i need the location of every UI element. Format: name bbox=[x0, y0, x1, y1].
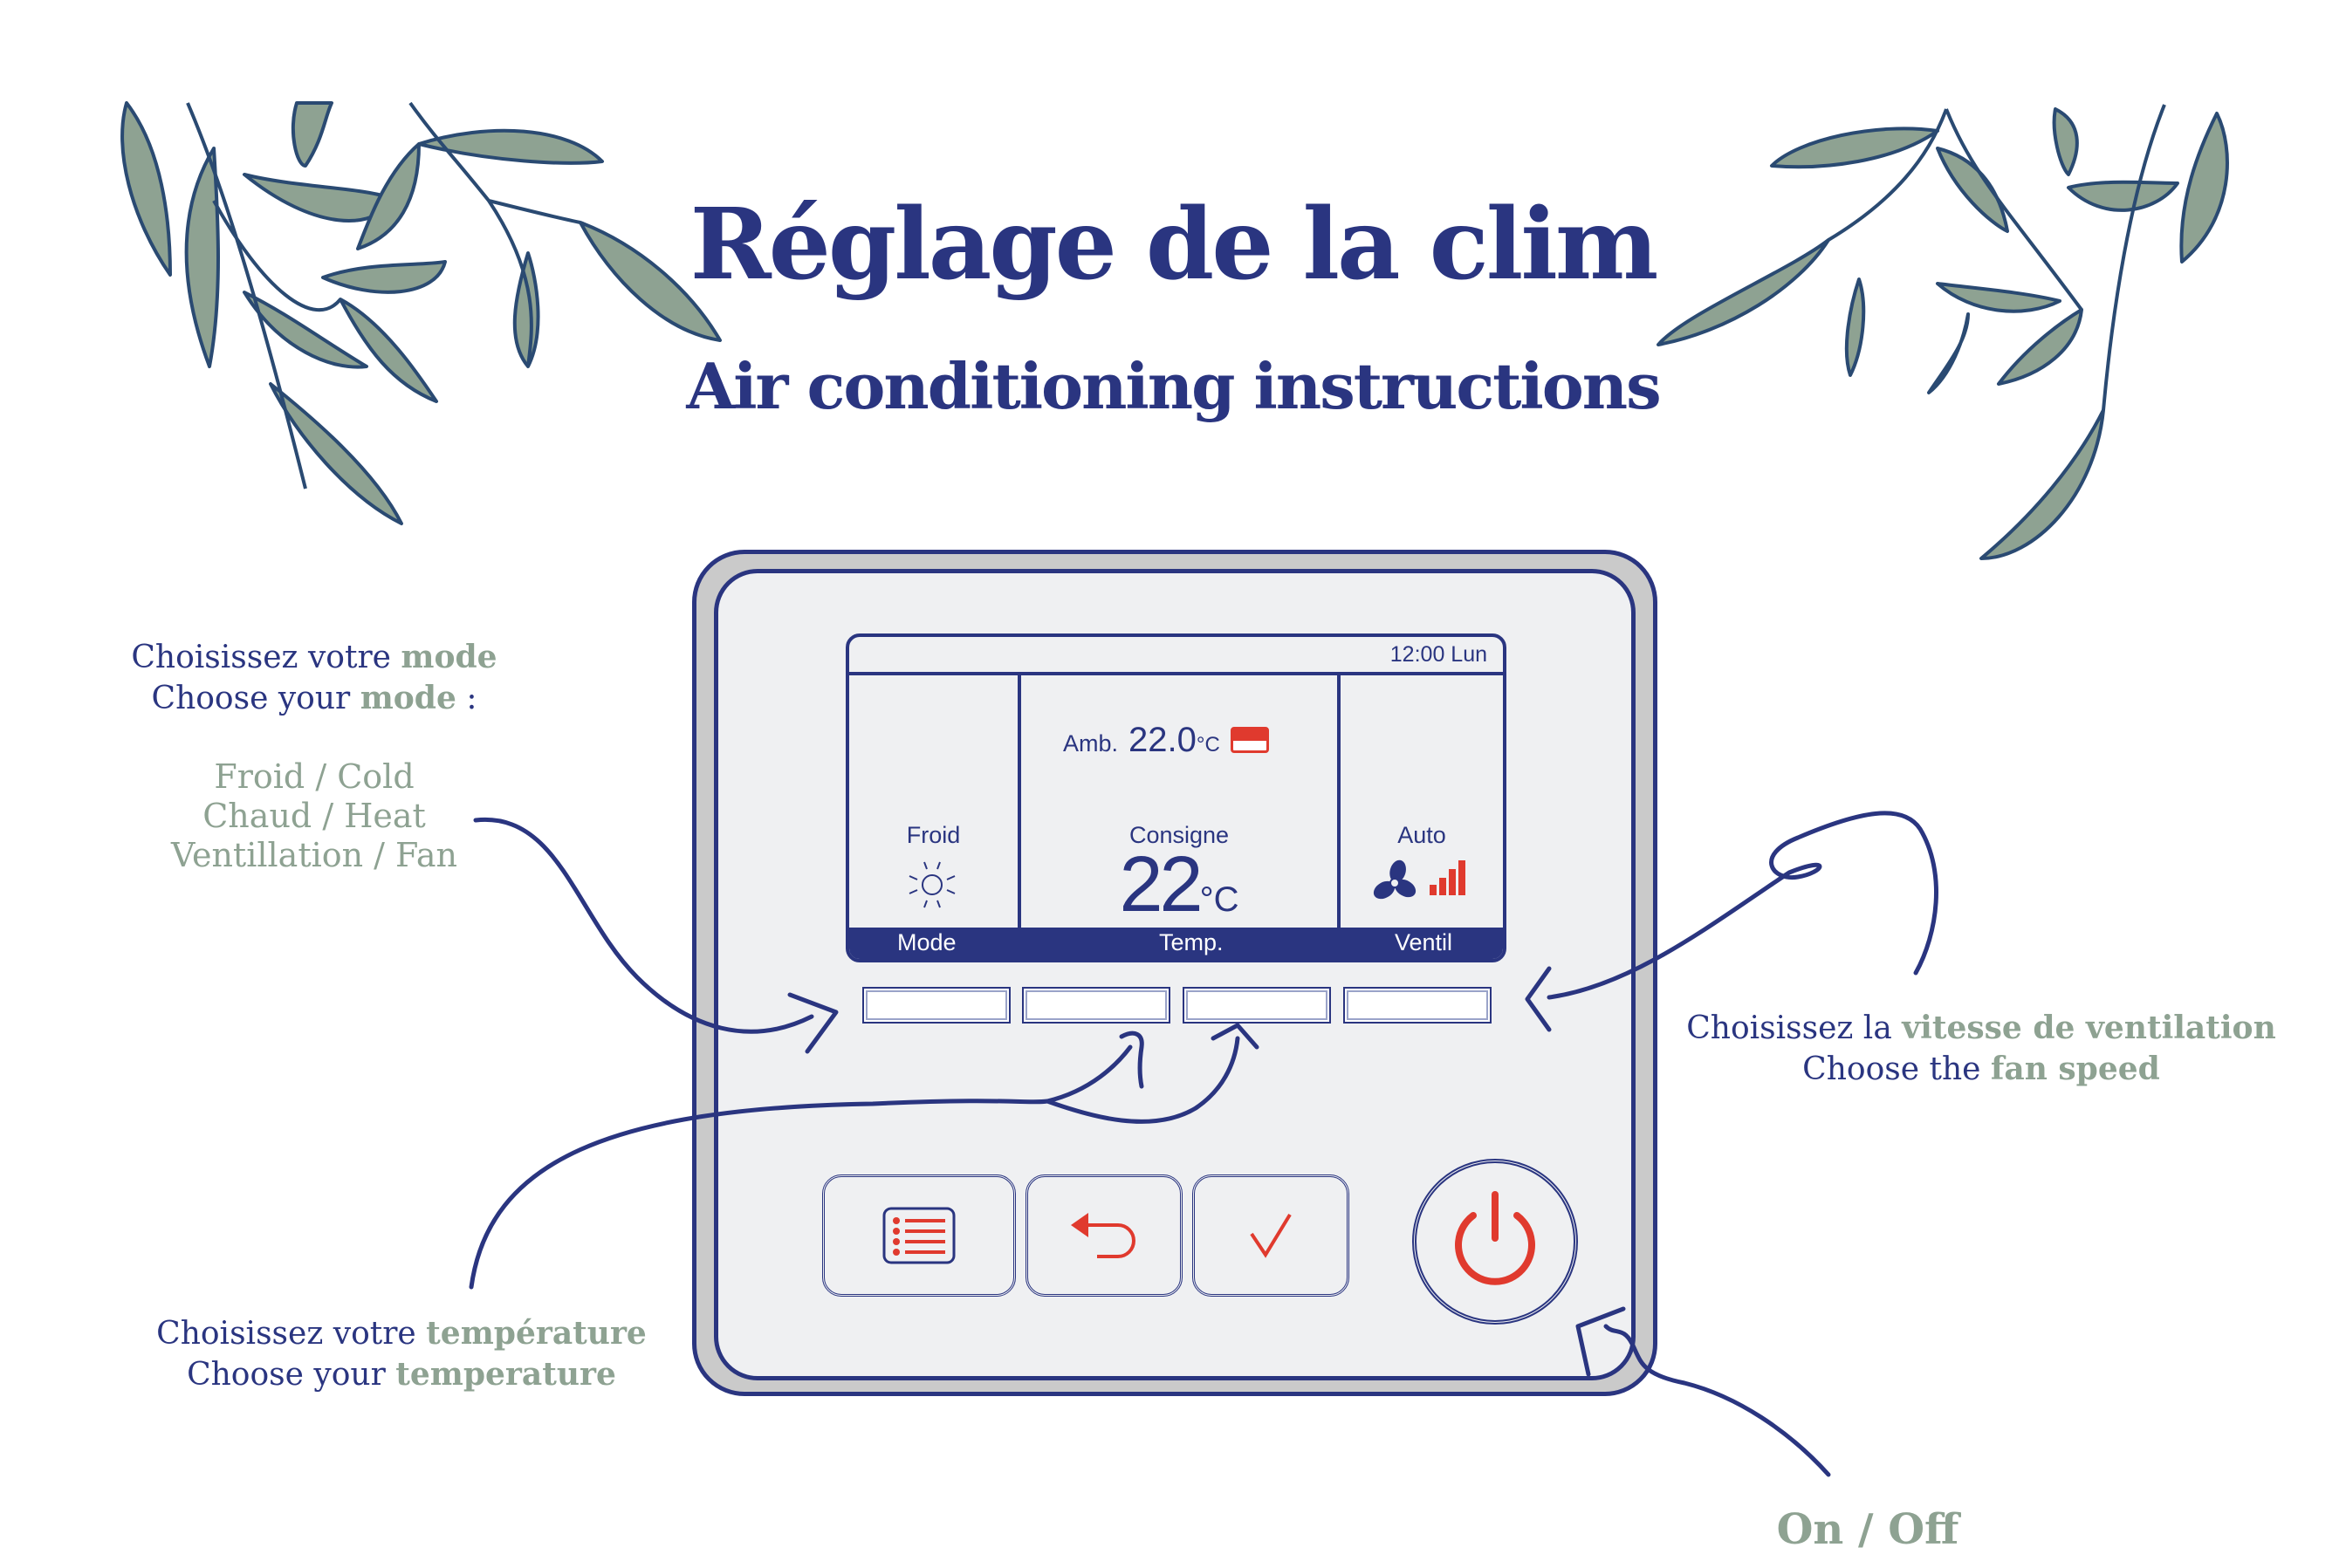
ambient-readout: Amb. 22.0°C bbox=[1063, 721, 1269, 760]
fan-keyword-en: fan speed bbox=[1990, 1051, 2160, 1087]
leaf-icon bbox=[243, 291, 368, 369]
power-label: On / Off bbox=[1776, 1505, 1959, 1554]
arrow-to-fan-key bbox=[1547, 811, 1938, 1000]
arrowhead-temp-down bbox=[1119, 1030, 1144, 1089]
clock-display: 12:00 Lun bbox=[1389, 642, 1487, 667]
temp-instruction-fr: Choisissez votre bbox=[156, 1316, 427, 1352]
fan-speed-bars-icon bbox=[1430, 860, 1465, 895]
softkey-label-bar: Mode Temp. Ventil bbox=[849, 928, 1503, 959]
fan-instruction: Choisissez la vitesse de ventilation Cho… bbox=[1658, 1008, 2304, 1090]
page-subtitle: Air conditioning instructions bbox=[686, 349, 1661, 423]
leaf-icon bbox=[1936, 147, 2009, 233]
leaf-icon bbox=[1927, 312, 1970, 394]
temperature-column: Amb.22.0°C Consigne 22°C bbox=[1021, 675, 1341, 928]
leaf-icon bbox=[1657, 238, 1830, 346]
list-icon bbox=[882, 1207, 956, 1264]
arrow-to-power bbox=[1603, 1324, 1831, 1477]
ambient-unit: °C bbox=[1196, 733, 1220, 757]
arrow-to-temp-keys-2 bbox=[1045, 1036, 1240, 1124]
leaf-icon bbox=[1979, 408, 2105, 560]
arrowhead-mode bbox=[787, 992, 839, 1054]
arrowhead-fan bbox=[1525, 966, 1552, 1032]
leaf-icon bbox=[339, 298, 438, 403]
remote-sensor-icon bbox=[1230, 727, 1269, 753]
setpoint-unit: °C bbox=[1199, 880, 1239, 919]
leaf-icon bbox=[1936, 282, 2061, 313]
arrowhead-power bbox=[1575, 1306, 1626, 1377]
leaf-icon bbox=[120, 101, 172, 277]
sun-icon bbox=[909, 861, 956, 908]
fan-instruction-fr: Choisissez la bbox=[1686, 1010, 1903, 1046]
leaf-icon bbox=[356, 142, 421, 250]
mode-value: Froid bbox=[906, 822, 961, 848]
screen-status-bar: 12:00 Lun bbox=[849, 637, 1503, 675]
fan-value: Auto bbox=[1397, 822, 1446, 848]
back-button[interactable] bbox=[1026, 1174, 1183, 1297]
leaf-icon bbox=[2067, 180, 2179, 212]
mode-option-fan: Ventillation / Fan bbox=[171, 836, 457, 874]
mode-options-list: Froid / Cold Chaud / Heat Ventillation /… bbox=[105, 757, 524, 875]
leaf-icon bbox=[1997, 308, 2083, 386]
page-title: Réglage de la clim bbox=[689, 188, 1659, 302]
leaf-icon bbox=[321, 260, 447, 294]
mode-keyword-fr: mode bbox=[401, 639, 497, 675]
leaf-icon bbox=[417, 128, 604, 165]
arrow-to-mode-key bbox=[473, 818, 814, 1034]
ambient-label: Amb. bbox=[1063, 730, 1119, 757]
softkey-fan[interactable] bbox=[1343, 987, 1492, 1024]
fan-instruction-en: Choose the bbox=[1802, 1051, 1991, 1087]
leaf-icon bbox=[2179, 112, 2229, 264]
leaf-icon bbox=[2052, 107, 2079, 176]
fan-column: Auto bbox=[1341, 675, 1503, 928]
ambient-value: 22.0 bbox=[1128, 721, 1197, 759]
mode-instruction-en: Choose your bbox=[151, 681, 360, 716]
power-icon bbox=[1455, 1191, 1535, 1285]
leaf-icon bbox=[579, 221, 722, 342]
softkey-label-temp: Temp. bbox=[1159, 929, 1224, 955]
undo-arrow-icon bbox=[1071, 1213, 1135, 1258]
mode-option-cold: Froid / Cold bbox=[214, 757, 415, 796]
mode-keyword-en: mode bbox=[360, 680, 456, 716]
setpoint-value: 22 bbox=[1119, 841, 1204, 928]
softkey-label-mode: Mode bbox=[897, 929, 957, 955]
mode-instruction-fr: Choisissez votre bbox=[131, 640, 401, 675]
fan-icon bbox=[1373, 859, 1417, 900]
leaf-icon bbox=[291, 101, 333, 168]
checkmark-icon bbox=[1250, 1213, 1292, 1258]
leaf-icon bbox=[269, 382, 403, 525]
mode-instruction: Choisissez votre mode Choose your mode : bbox=[105, 637, 524, 719]
setpoint-readout: 22°C bbox=[1021, 846, 1337, 924]
temperature-instruction: Choisissez votre température Choose your… bbox=[140, 1313, 663, 1395]
setpoint-label: Consigne bbox=[1128, 822, 1230, 848]
temp-instruction-en: Choose your bbox=[187, 1357, 396, 1393]
confirm-button[interactable] bbox=[1192, 1174, 1349, 1297]
mode-column: Froid bbox=[849, 675, 1021, 928]
softkey-label-fan: Ventil bbox=[1395, 929, 1453, 955]
thermostat-screen: 12:00 Lun Froid Amb.22.0°C Consigne 22°C… bbox=[846, 633, 1506, 962]
softkey-mode[interactable] bbox=[862, 987, 1011, 1024]
arrow-to-temp-keys bbox=[469, 1044, 1133, 1290]
fan-keyword-fr: vitesse de ventilation bbox=[1902, 1010, 2276, 1046]
mode-colon: : bbox=[456, 681, 477, 716]
softkey-temp-down[interactable] bbox=[1022, 987, 1170, 1024]
softkey-temp-up[interactable] bbox=[1183, 987, 1331, 1024]
leaf-icon bbox=[184, 147, 220, 368]
mode-option-heat: Chaud / Heat bbox=[202, 797, 426, 835]
leaf-icon bbox=[1770, 127, 1939, 169]
leaf-icon bbox=[1844, 277, 1866, 377]
arrowhead-temp-up bbox=[1211, 1023, 1259, 1050]
menu-button[interactable] bbox=[822, 1174, 1016, 1297]
temp-keyword-en: temperature bbox=[395, 1356, 616, 1393]
temp-keyword-fr: température bbox=[426, 1315, 647, 1352]
power-button[interactable] bbox=[1412, 1159, 1578, 1325]
